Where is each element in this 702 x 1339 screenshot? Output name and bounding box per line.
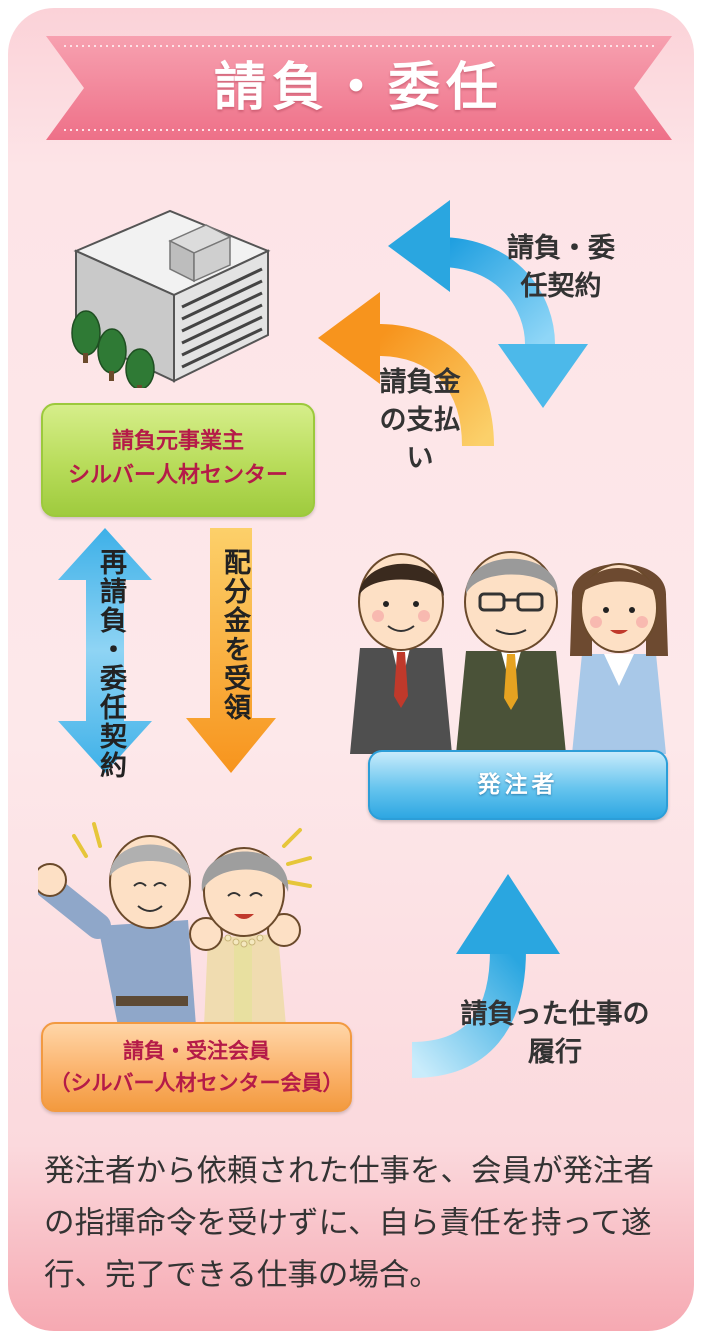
member-box: 請負・受注会員 （シルバー人材センター会員） xyxy=(41,1022,352,1112)
payment-arrow-icon xyxy=(318,292,494,447)
contract-label: 請負・委任契約 xyxy=(507,233,615,302)
subcontract-arrow-icon xyxy=(58,528,152,773)
page-title: 請負・委任 xyxy=(213,58,504,118)
business-people-illustration xyxy=(350,551,668,754)
execution-label: 請負った仕事の履行 xyxy=(460,999,650,1068)
man-left-figure xyxy=(350,553,452,754)
contractor-line2: シルバー人材センター xyxy=(67,463,288,488)
sparkle-lines xyxy=(72,822,312,888)
ribbon-shape xyxy=(46,36,672,140)
member-line2: （シルバー人材センター会員） xyxy=(49,1071,344,1095)
contract-arrow-icon xyxy=(388,200,588,408)
senior-woman-figure xyxy=(189,847,301,1026)
client-box: 発注者 xyxy=(368,750,668,820)
woman-right-figure xyxy=(570,563,668,754)
diagram-card: 請負・委任 xyxy=(8,8,694,1331)
client-label: 発注者 xyxy=(477,772,559,798)
description-text: 発注者から依頼された仕事を、会員が発注者の指揮命令を受けずに、自ら責任を持って遂… xyxy=(44,1154,654,1293)
man-center-figure xyxy=(456,551,566,754)
building-icon xyxy=(71,209,271,388)
member-line1: 請負・受注会員 xyxy=(123,1039,270,1063)
senior-man-figure xyxy=(38,835,196,1026)
subcontract-label: 再請負・委任契約 xyxy=(95,548,126,780)
contractor-box: 請負元事業主 シルバー人材センター xyxy=(41,403,315,517)
payment-label: 請負金の支払い xyxy=(379,367,461,474)
contractor-line1: 請負元事業主 xyxy=(111,429,244,454)
title-ribbon: 請負・委任 xyxy=(46,36,672,140)
distribution-label: 配分金を受領 xyxy=(219,548,250,722)
execution-arrow-icon xyxy=(411,874,560,1078)
senior-members-illustration xyxy=(38,822,312,1026)
distribution-arrow-icon xyxy=(186,528,276,773)
